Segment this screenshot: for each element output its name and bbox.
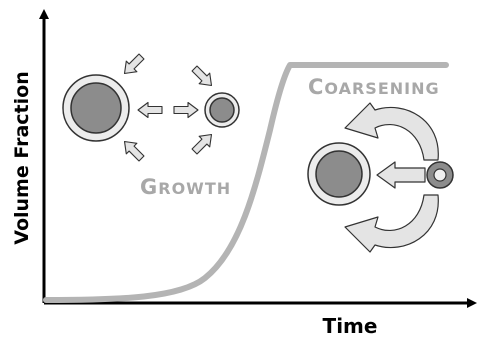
transfer-arrow-icon	[376, 161, 426, 189]
diffusion-arrow-icon	[118, 50, 148, 80]
diffusion-arrow-icon	[173, 101, 199, 119]
coarsening-large-particle-core	[315, 150, 363, 198]
diffusion-arrow-icon	[188, 62, 218, 92]
large-particle-core	[70, 82, 122, 134]
curved-arrow-icon	[344, 102, 439, 161]
growth-illustration	[62, 50, 240, 165]
growth-label: GROWTH	[140, 175, 231, 199]
coarsening-label: COARSENING	[308, 75, 440, 99]
x-axis-label: Time	[323, 314, 378, 338]
coarsening-illustration	[307, 102, 454, 253]
small-particle-core	[209, 97, 235, 123]
curved-arrow-icon	[344, 194, 439, 253]
diffusion-arrow-icon	[118, 135, 148, 165]
coarsening-small-particle-core	[433, 168, 447, 182]
diffusion-arrow-icon	[188, 128, 218, 158]
volume-fraction-curve	[43, 62, 449, 303]
y-axis-label: Volume Fraction	[11, 71, 33, 244]
diffusion-arrow-icon	[137, 101, 163, 119]
